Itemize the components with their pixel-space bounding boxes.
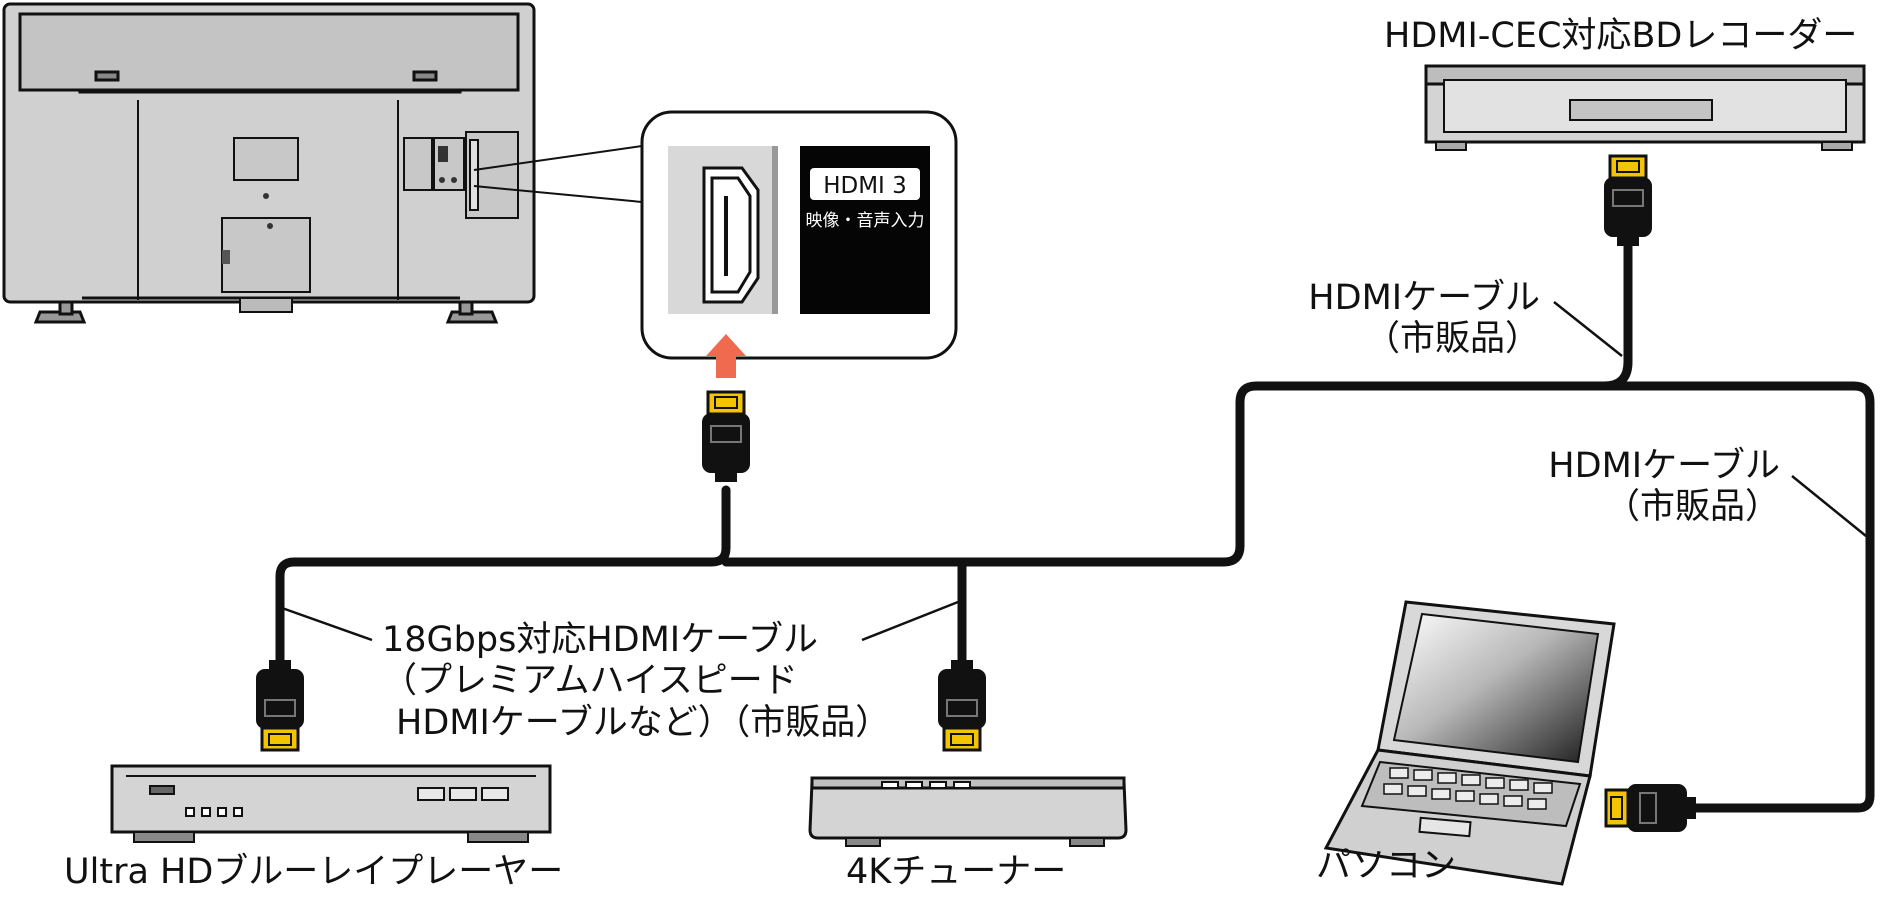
port-name-label: HDMI 3 bbox=[823, 173, 907, 199]
hs-cable-label-line1: 18Gbps対応HDMIケーブル bbox=[382, 620, 819, 660]
pc-label: パソコン bbox=[1316, 846, 1457, 886]
port-sub-label: 映像・音声入力 bbox=[806, 211, 925, 231]
uhd-player-label: Ultra HDブルーレイプレーヤー bbox=[64, 852, 564, 892]
insert-arrow-icon bbox=[706, 334, 746, 378]
bd-recorder-label: HDMI-CEC対応BDレコーダー bbox=[1384, 16, 1858, 56]
pc-cable-label: HDMIケーブル （市販品） bbox=[1536, 446, 1780, 529]
hs-cable-label: 18Gbps対応HDMIケーブル （プレミアムハイスピード HDMIケーブルなど… bbox=[382, 620, 890, 744]
pc-cable-label-line2: （市販品） bbox=[1604, 487, 1780, 528]
uhd-player-device bbox=[110, 764, 552, 843]
bd-cable-label-line2: （市販品） bbox=[1364, 319, 1540, 360]
player-hdmi-plug bbox=[255, 658, 305, 752]
hs-cable-label-line3: HDMIケーブルなど）（市販品） bbox=[396, 702, 891, 743]
hdmi-port-panel: HDMI 3 映像・音声入力 bbox=[640, 110, 958, 360]
pc-laptop-device bbox=[1323, 600, 1616, 886]
leader-lines bbox=[281, 301, 1867, 642]
callout-lines bbox=[473, 145, 643, 203]
pc-cable-label-line1: HDMIケーブル bbox=[1548, 446, 1780, 486]
bd-recorder-device bbox=[1424, 64, 1866, 151]
tuner-4k-label: 4Kチューナー bbox=[846, 852, 1067, 892]
bd-hdmi-plug bbox=[1603, 154, 1653, 248]
hs-cable-label-line2: （プレミアムハイスピード bbox=[382, 661, 798, 702]
tuner-4k-device bbox=[808, 776, 1128, 847]
tv-rear-view bbox=[2, 2, 536, 324]
bd-cable-label-line1: HDMIケーブル bbox=[1308, 278, 1540, 318]
bd-cable-label: HDMIケーブル （市販品） bbox=[1296, 278, 1540, 361]
hdmi-port-icon bbox=[702, 166, 760, 304]
tv-hdmi-plug bbox=[701, 390, 751, 484]
pc-hdmi-plug bbox=[1604, 783, 1698, 833]
hdmi-cables bbox=[275, 227, 1875, 813]
tuner-hdmi-plug bbox=[937, 658, 987, 752]
